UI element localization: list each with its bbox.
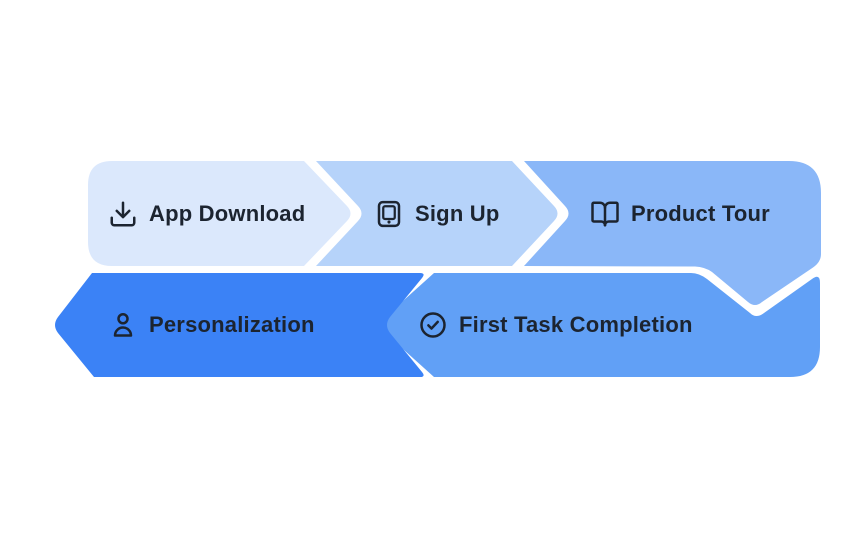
step-shape-product-tour <box>524 161 821 305</box>
step-label: Product Tour <box>631 201 770 226</box>
step-product-tour: Product Tour <box>590 197 770 231</box>
step-label: First Task Completion <box>459 312 693 337</box>
step-sign-up: Sign Up <box>374 197 500 231</box>
step-personalization: Personalization <box>108 308 315 342</box>
step-shape-first-task-completion <box>380 273 820 377</box>
step-shape-personalization <box>55 273 424 377</box>
step-first-task-completion: First Task Completion <box>418 308 693 342</box>
step-app-download: App Download <box>108 197 305 231</box>
download-icon <box>110 201 136 227</box>
step-shape-app-download <box>88 161 351 266</box>
tablet-icon <box>377 200 401 228</box>
step-label: Sign Up <box>415 201 500 226</box>
step-label: Personalization <box>149 312 315 337</box>
step-shape-sign-up <box>316 161 558 266</box>
check-circle-icon <box>420 312 446 338</box>
book-open-icon <box>591 201 619 227</box>
step-label: App Download <box>149 201 306 226</box>
user-icon <box>113 313 133 337</box>
